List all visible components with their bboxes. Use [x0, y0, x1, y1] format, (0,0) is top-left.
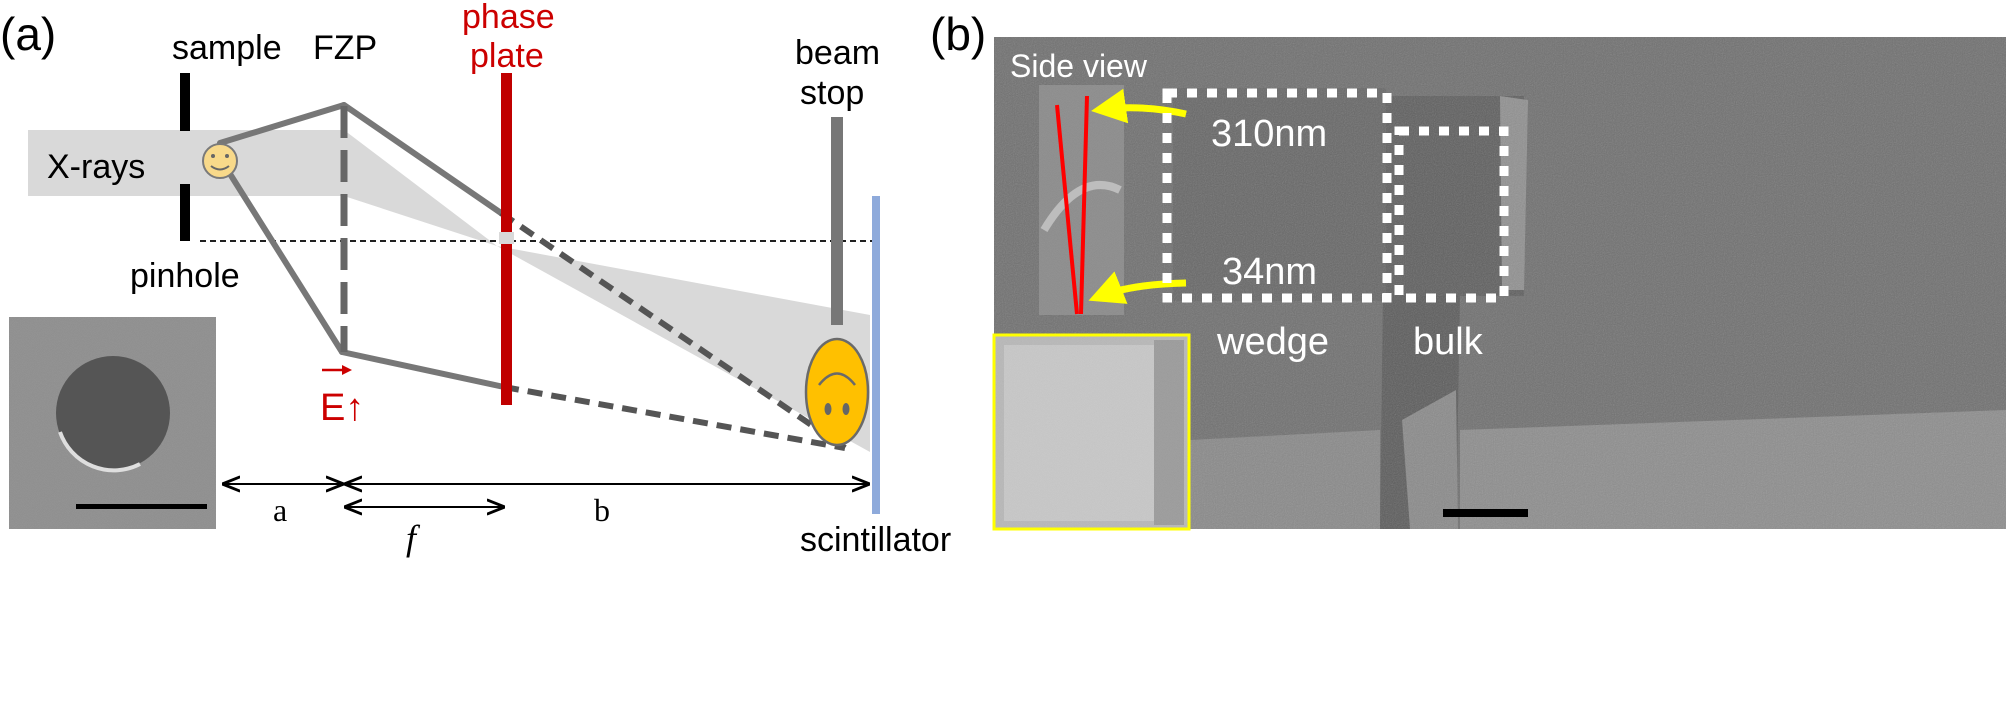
side-view-red-line-right — [1079, 95, 1089, 315]
sample-face-icon — [202, 143, 238, 179]
pinhole-plate-bottom — [180, 184, 190, 241]
thickness-bottom-label: 34nm — [1222, 251, 1317, 293]
xrays-label: X-rays — [47, 148, 145, 186]
dashed-rays — [499, 210, 847, 451]
side-view-label: Side view — [1010, 48, 1148, 84]
phase-plate-gap — [499, 232, 514, 244]
image-face-icon — [804, 337, 870, 447]
bulk-label: bulk — [1413, 321, 1484, 363]
light-rays — [217, 102, 507, 390]
pinhole-plate-top — [180, 73, 190, 131]
beam-stop — [831, 117, 843, 325]
panel-b-label: (b) — [930, 8, 986, 60]
e-field-label: E↑ — [320, 387, 364, 429]
sem-scale-bar — [1443, 509, 1528, 517]
thickness-top-label: 310nm — [1211, 113, 1327, 155]
lamella-top-view-inset — [992, 333, 1191, 531]
sample-label: sample — [172, 29, 282, 67]
yellow-arrow-top — [1091, 88, 1187, 124]
panel-b: (b) Side view 310nm 34nm wedge — [930, 8, 2006, 531]
e-field-symbol: E↑ — [320, 365, 364, 429]
wedge-label: wedge — [1216, 321, 1329, 363]
pinhole-label: pinhole — [130, 257, 240, 295]
xray-beam — [28, 130, 344, 196]
beam-stop-label-line2: stop — [800, 74, 864, 112]
distance-a-label: a — [273, 492, 287, 528]
beam-stop-label-line1: beam — [795, 34, 880, 72]
side-view-red-line-left — [1055, 104, 1079, 315]
distance-arrows — [224, 484, 868, 507]
focus-cone — [344, 130, 497, 246]
scintillator-label: scintillator — [800, 521, 951, 559]
phase-plate-label-line2: plate — [470, 37, 544, 75]
bulk-dotted-box — [1394, 126, 1509, 303]
distance-f-label: f — [406, 518, 421, 558]
side-view-inset — [1039, 85, 1124, 315]
pinhole-sem-inset — [9, 317, 216, 529]
fzp-label: FZP — [313, 29, 377, 67]
distance-b-label: b — [594, 492, 610, 528]
wedge-dotted-box — [1162, 88, 1392, 303]
yellow-arrow-bottom — [1088, 271, 1187, 304]
pinhole-scale-bar — [76, 504, 207, 509]
phase-plate-label-line1: phase — [462, 0, 555, 36]
panel-a: (a) — [0, 0, 951, 559]
diverging-cone — [497, 246, 870, 452]
scintillator — [872, 196, 880, 514]
panel-a-label: (a) — [0, 8, 56, 60]
